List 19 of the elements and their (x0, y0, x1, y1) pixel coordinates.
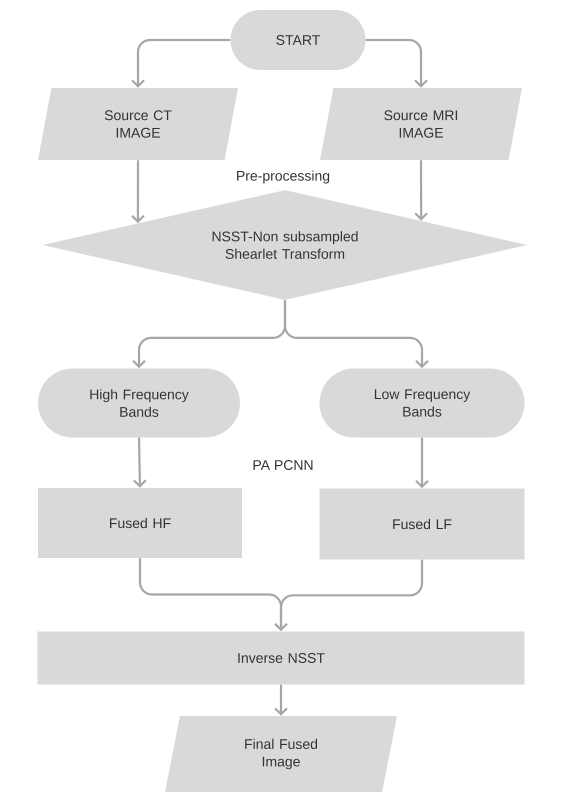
input-parallelogram: Source CT IMAGE (38, 88, 238, 160)
arrow (414, 160, 428, 221)
arrow (133, 438, 147, 488)
process-box: Inverse NSST (38, 632, 524, 684)
arrow (366, 38, 428, 88)
annotation-label: Pre-processing (237, 170, 330, 184)
rounded-box: Low Frequency Bands (320, 368, 524, 438)
annotation-label: PA PCNN (254, 460, 312, 470)
arrow (274, 560, 424, 632)
input-parallelogram: Source MRI IMAGE (320, 88, 522, 160)
arrow (274, 684, 288, 716)
output-parallelogram: Final Fused Image (165, 716, 397, 792)
arrow (131, 160, 145, 224)
rounded-box: High Frequency Bands (38, 368, 240, 438)
process-box: Fused LF (320, 488, 524, 560)
arrow (415, 438, 429, 488)
arrow (284, 300, 429, 368)
process-box: Fused HF (38, 488, 242, 558)
arrow (131, 38, 230, 88)
